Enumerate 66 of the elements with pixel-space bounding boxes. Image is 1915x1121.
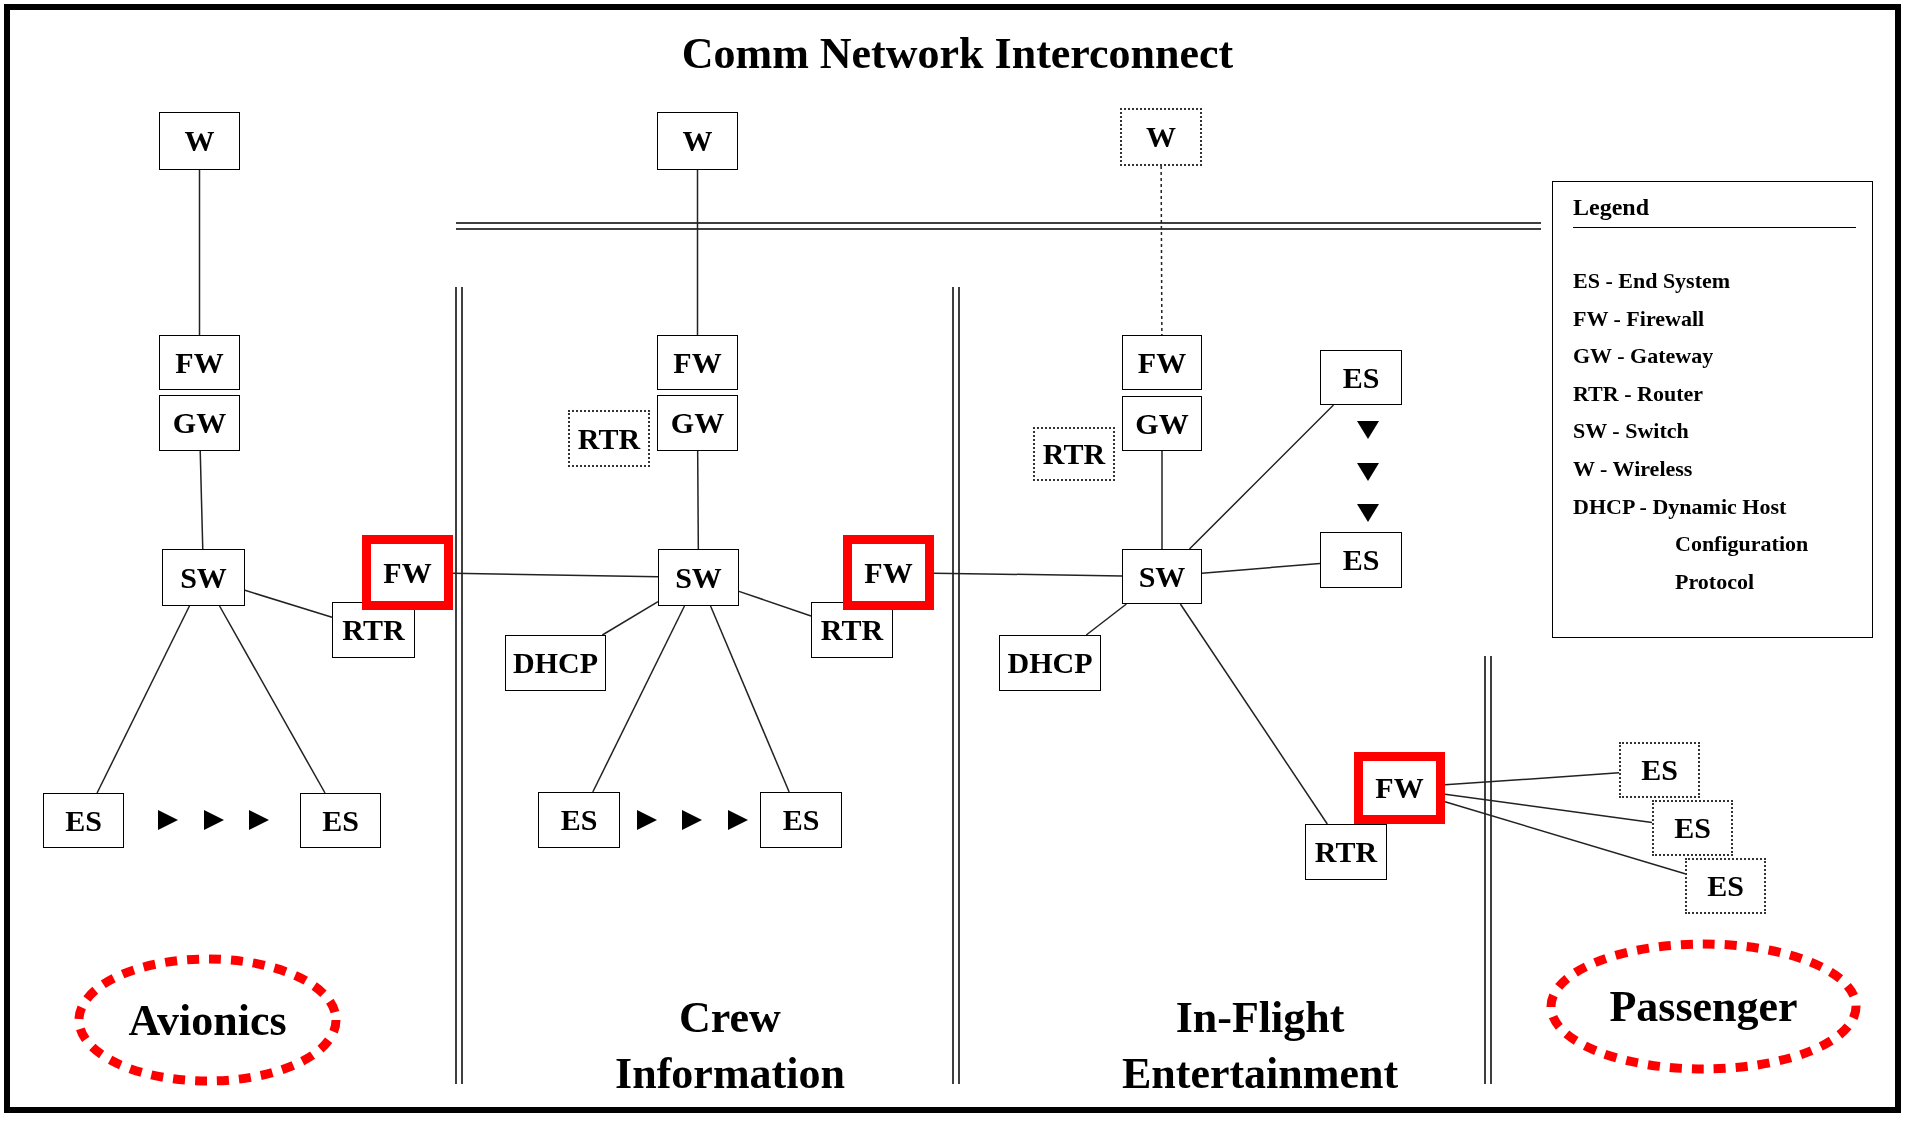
connector-line xyxy=(1444,793,1653,824)
connector-line xyxy=(1444,772,1620,786)
dotted-node-box: RTR xyxy=(568,410,650,467)
highlighted-node-box: FW xyxy=(362,535,453,610)
legend-entry: GW - Gateway xyxy=(1573,342,1715,371)
connector-line xyxy=(1188,404,1335,550)
node-box: ES xyxy=(1320,350,1402,405)
node-box: ES xyxy=(538,792,620,848)
legend-entry: ES - End System xyxy=(1573,267,1732,295)
connector-line xyxy=(592,605,686,793)
connector-line xyxy=(933,572,1123,577)
node-box: ES xyxy=(1320,532,1402,588)
connector-line xyxy=(696,450,700,550)
dotted-node-box: ES xyxy=(1619,742,1700,798)
connector-line xyxy=(198,169,201,336)
dotted-node-box: ES xyxy=(1685,858,1766,914)
highlighted-node-box: FW xyxy=(843,535,934,610)
node-box: RTR xyxy=(1305,824,1387,880)
connector-line xyxy=(218,605,326,794)
node-box: RTR xyxy=(332,602,415,658)
connector-line xyxy=(738,590,812,617)
connector-line xyxy=(696,169,699,336)
legend-panel xyxy=(1552,181,1873,638)
zone-label: Avionics xyxy=(128,994,287,1046)
legend-entry: FW - Firewall xyxy=(1573,304,1706,333)
connector-line xyxy=(1444,800,1686,875)
dotted-node-box: ES xyxy=(1652,800,1733,856)
highlighted-node-box: FW xyxy=(1354,752,1445,824)
node-box: DHCP xyxy=(505,635,606,691)
node-box: W xyxy=(159,112,240,170)
node-box: FW xyxy=(657,335,738,390)
node-box: GW xyxy=(1122,396,1202,451)
legend-entry: RTR - Router xyxy=(1573,379,1704,408)
connector-line xyxy=(1161,450,1163,550)
connector-line xyxy=(244,589,333,618)
legend-title: Legend xyxy=(1573,194,1856,228)
node-box: FW xyxy=(159,335,240,390)
node-box: W xyxy=(657,112,738,170)
connector-line xyxy=(709,605,790,793)
dotted-node-box: W xyxy=(1120,108,1202,166)
diagram-title: Comm Network Interconnect xyxy=(680,28,1235,79)
node-box: RTR xyxy=(811,602,893,658)
dotted-node-box: RTR xyxy=(1033,427,1115,481)
zone-label: Passenger xyxy=(1609,981,1798,1032)
connector-line xyxy=(452,572,659,578)
node-box: FW xyxy=(1122,335,1202,390)
zone-label: Crew Information xyxy=(614,992,846,1100)
legend-entry: DHCP - Dynamic Host Configuration Protocol xyxy=(1573,492,1810,596)
connector-line xyxy=(1085,603,1128,636)
node-box: DHCP xyxy=(999,635,1101,691)
connector-line xyxy=(601,600,659,636)
legend-entry: SW - Switch xyxy=(1573,417,1690,446)
node-box: ES xyxy=(760,792,842,848)
zone-label: In-Flight Entertainment xyxy=(1120,992,1400,1100)
node-box: ES xyxy=(300,793,381,848)
node-box: GW xyxy=(159,395,240,451)
node-box: SW xyxy=(162,549,245,606)
connector-line xyxy=(1201,562,1321,574)
node-box: SW xyxy=(1122,549,1202,604)
legend-entry: W - Wireless xyxy=(1573,454,1694,483)
node-box: SW xyxy=(658,549,739,606)
connector-line xyxy=(199,450,204,550)
node-box: ES xyxy=(43,793,124,848)
connector-line xyxy=(1179,603,1329,825)
node-box: GW xyxy=(657,395,738,451)
connector-line xyxy=(96,605,191,794)
